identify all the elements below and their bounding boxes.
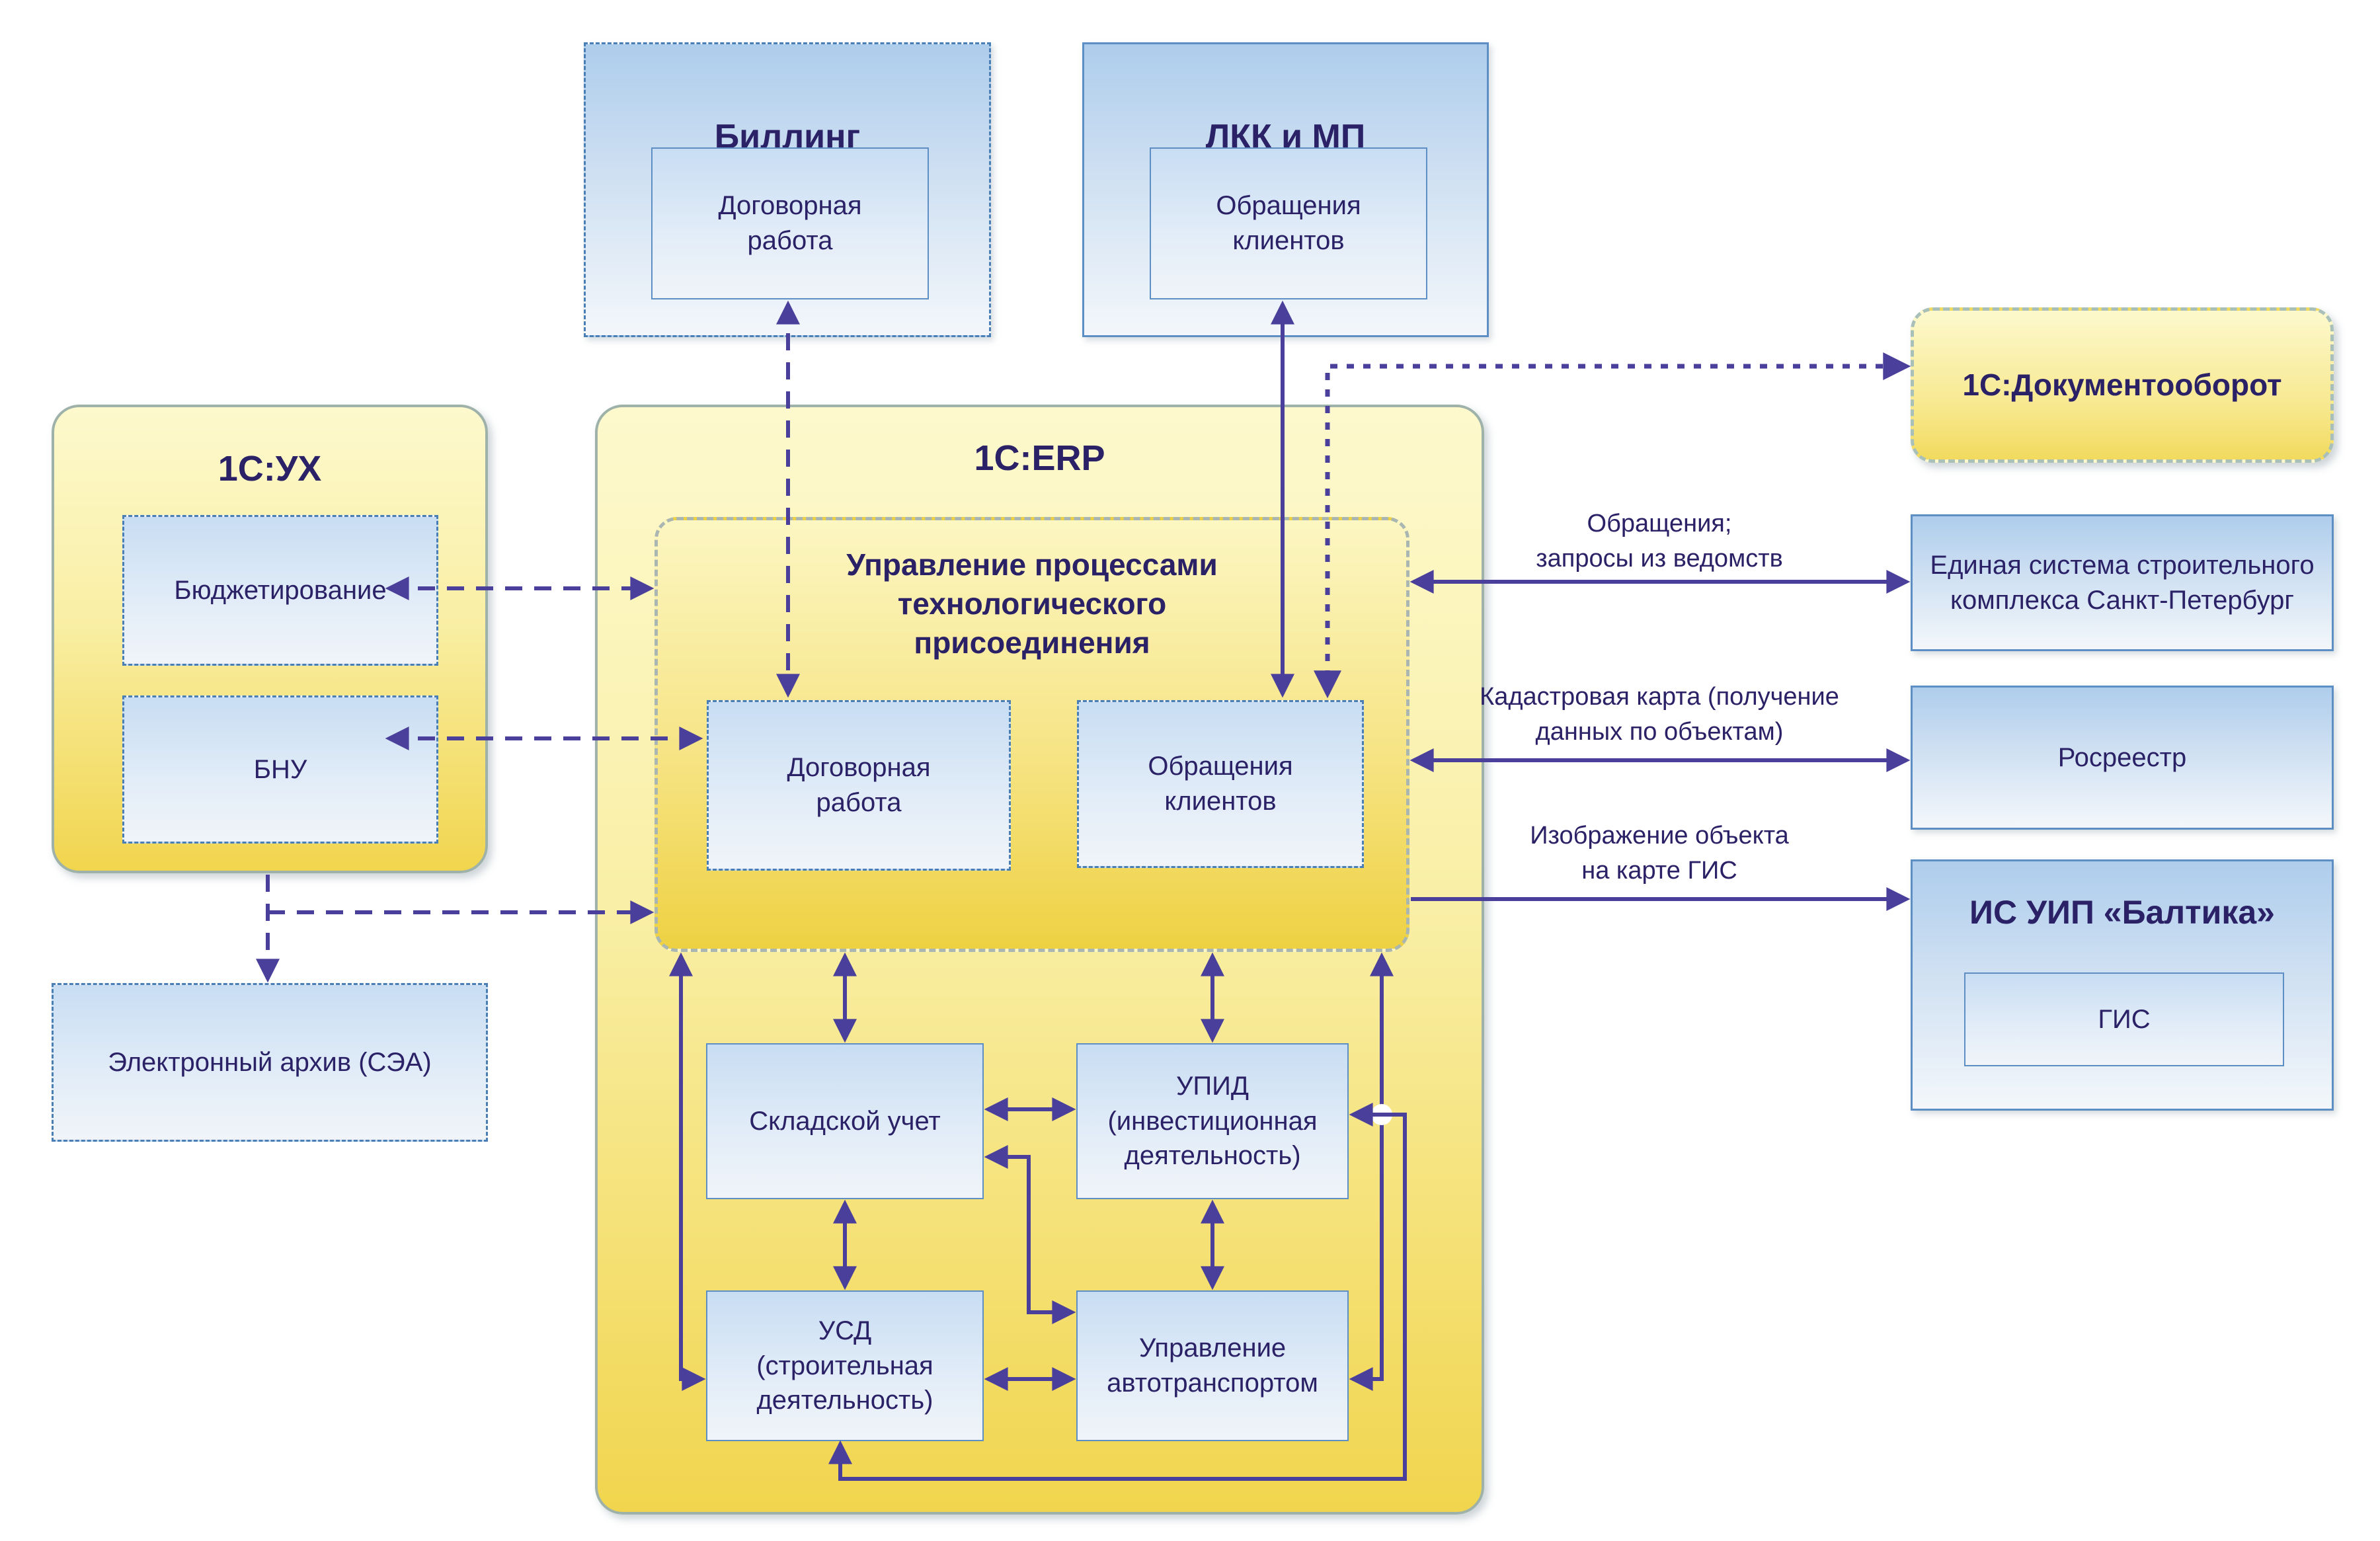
erp-dogovor-label: Договорная работа — [787, 753, 931, 817]
uh-title: 1С:УХ — [218, 449, 322, 489]
sea-block: Электронный архив (СЭА) — [52, 983, 488, 1142]
erp-dogovor-box: Договорная работа — [707, 700, 1011, 871]
baltika-title: ИС УИП «Балтика» — [1969, 894, 2275, 931]
lkk-obrash-label: Обращения клиентов — [1216, 191, 1361, 255]
uh-budget-label: Бюджетирование — [174, 575, 387, 605]
erp-obrash-box: Обращения клиентов — [1077, 700, 1364, 868]
sea-label: Электронный архив (СЭА) — [108, 1047, 432, 1077]
lkk-obrash-box: Обращения клиентов — [1150, 147, 1427, 299]
label-to-baltika: Изображение объекта на карте ГИС — [1530, 822, 1789, 885]
erp-avto-box: Управление автотранспортом — [1076, 1290, 1349, 1441]
erp-upid-label: УПИД (инвестиционная деятельность) — [1107, 1071, 1318, 1171]
baltika-gis-box: ГИС — [1964, 972, 2284, 1066]
erp-usd-box: УСД (строительная деятельность) — [706, 1290, 984, 1441]
label-to-unified: Обращения; запросы из ведомств — [1536, 510, 1783, 573]
erp-usd-label: УСД (строительная деятельность) — [756, 1316, 933, 1415]
erp-process-title: Управление процессами технологического п… — [846, 547, 1218, 660]
billing-dogovor-box: Договорная работа — [651, 147, 929, 299]
uh-bnu-box: БНУ — [122, 695, 438, 844]
baltika-gis-label: ГИС — [2098, 1004, 2151, 1034]
erp-title: 1С:ERP — [974, 438, 1105, 478]
uh-bnu-label: БНУ — [253, 754, 307, 784]
rosreestr-label: Росреестр — [2057, 742, 2187, 772]
erp-avto-label: Управление автотранспортом — [1107, 1333, 1318, 1398]
uh-budget-box: Бюджетирование — [122, 515, 438, 666]
unified-system-block: Единая система строительного комплекса С… — [1911, 514, 2334, 651]
uh-block: 1С:УХ Бюджетирование БНУ — [52, 405, 488, 873]
billing-dogovor-label: Договорная работа — [718, 191, 862, 255]
doc-title: 1С:Документооборот — [1962, 368, 2282, 403]
baltika-block: ИС УИП «Балтика» ГИС — [1911, 859, 2334, 1111]
erp-sklad-box: Складской учет — [706, 1043, 984, 1199]
erp-sklad-label: Складской учет — [749, 1106, 941, 1136]
billing-block: Биллинг Договорная работа — [584, 42, 991, 337]
doc-block: 1С:Документооборот — [1911, 307, 2334, 463]
unified-system-label: Единая система строительного комплекса С… — [1930, 550, 2315, 615]
lkk-block: ЛКК и МП Обращения клиентов — [1082, 42, 1489, 337]
label-to-rosreestr: Кадастровая карта (получение данных по о… — [1480, 683, 1839, 746]
erp-process-block: Управление процессами технологического п… — [654, 517, 1409, 952]
erp-obrash-label: Обращения клиентов — [1148, 752, 1293, 816]
erp-upid-box: УПИД (инвестиционная деятельность) — [1076, 1043, 1349, 1199]
rosreestr-block: Росреестр — [1911, 686, 2334, 830]
